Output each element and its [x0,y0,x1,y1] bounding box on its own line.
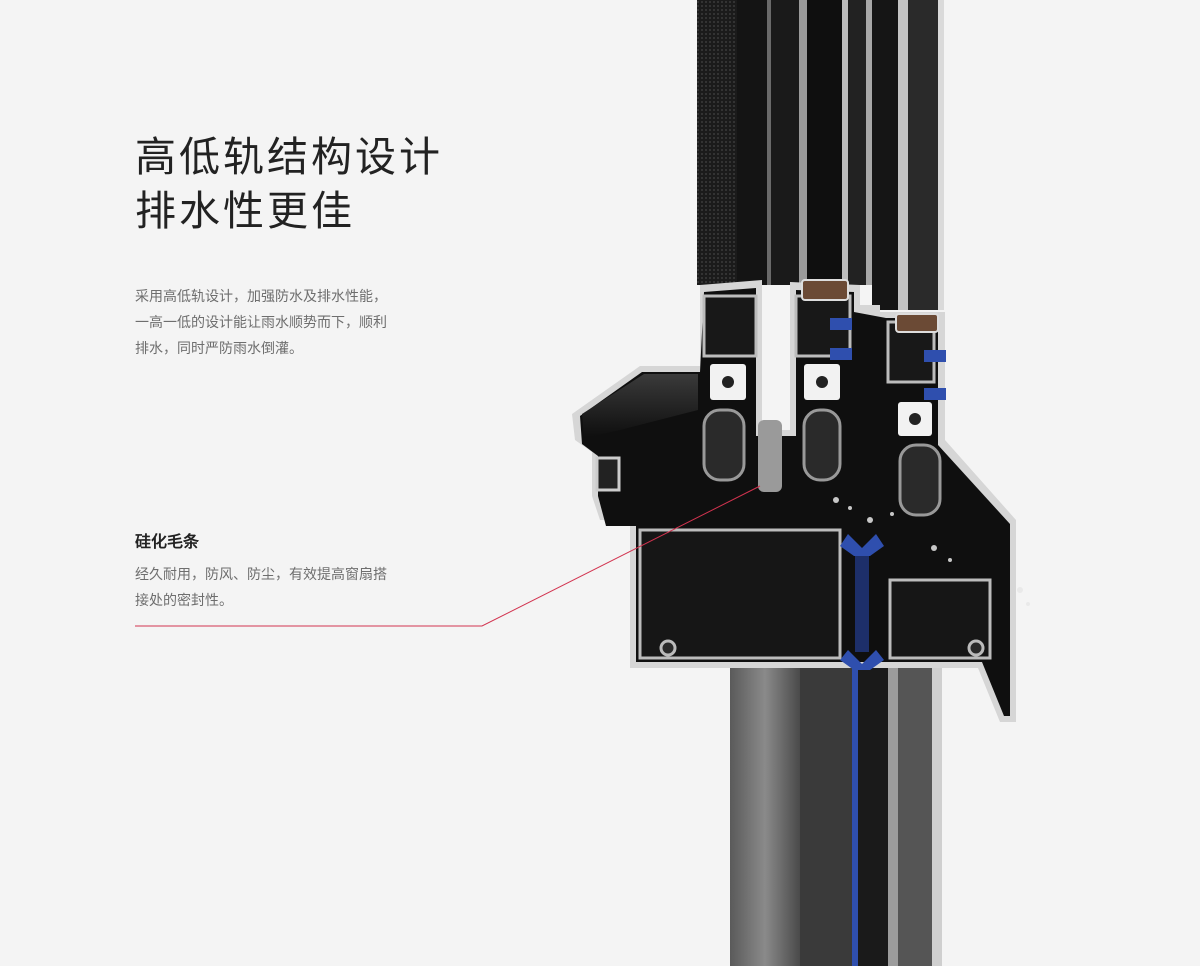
headline-line-1: 高低轨结构设计 [135,133,443,181]
callout-leader-line [135,485,761,627]
feature-desc-line-1: 经久耐用，防风、防尘，有效提高窗扇搭 [135,567,387,583]
feature-title: 硅化毛条 [135,532,200,551]
page-headline: 高低轨结构设计 排水性更佳 [135,130,443,238]
intro-paragraph: 采用高低轨设计，加强防水及排水性能， 一高一低的设计能让雨水顺势而下，顺利 排水… [135,284,425,362]
intro-line-2: 一高一低的设计能让雨水顺势而下，顺利 [135,315,387,331]
feature-desc-line-2: 接处的密封性。 [135,593,233,609]
headline-line-2: 排水性更佳 [135,187,355,235]
intro-line-3: 排水，同时严防雨水倒灌。 [135,341,303,357]
sill-cross-section [572,279,1030,722]
upper-frame-profiles [697,0,944,310]
feature-description: 经久耐用，防风、防尘，有效提高窗扇搭 接处的密封性。 [135,562,387,614]
intro-line-1: 采用高低轨设计，加强防水及排水性能， [135,289,387,305]
lower-frame-profiles [730,660,942,966]
